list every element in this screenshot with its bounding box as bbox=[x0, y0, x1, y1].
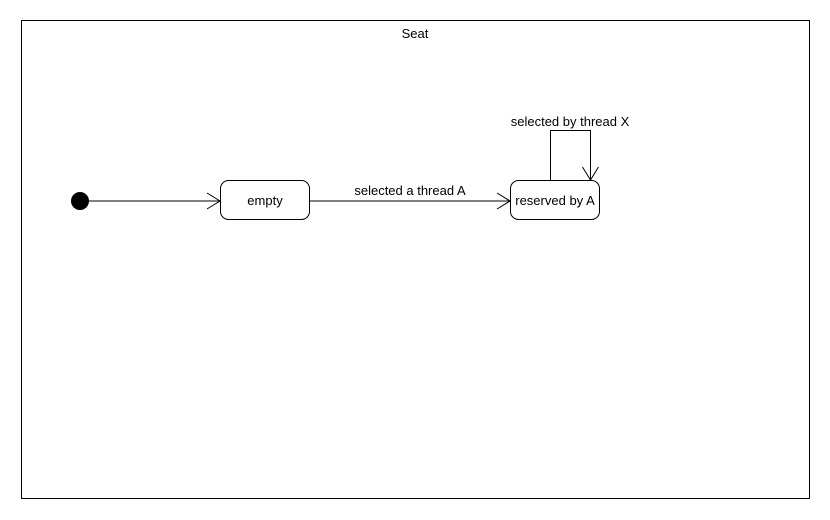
state-reserved-label: reserved by A bbox=[515, 193, 595, 208]
transition-self-loop-label: selected by thread X bbox=[511, 114, 630, 129]
seat-container-title: Seat bbox=[402, 26, 429, 41]
state-empty-label: empty bbox=[247, 193, 283, 208]
transition-reserved-self-loop[interactable] bbox=[550, 130, 599, 181]
state-reserved-by-a[interactable]: reserved by A bbox=[510, 180, 600, 220]
arrowhead-icon bbox=[582, 166, 599, 181]
transition-initial-to-empty[interactable] bbox=[89, 192, 221, 210]
state-empty[interactable]: empty bbox=[220, 180, 310, 220]
transition-empty-to-reserved-label: selected a thread A bbox=[354, 183, 466, 198]
seat-container-frame bbox=[21, 20, 810, 499]
initial-state-node[interactable] bbox=[71, 192, 89, 210]
